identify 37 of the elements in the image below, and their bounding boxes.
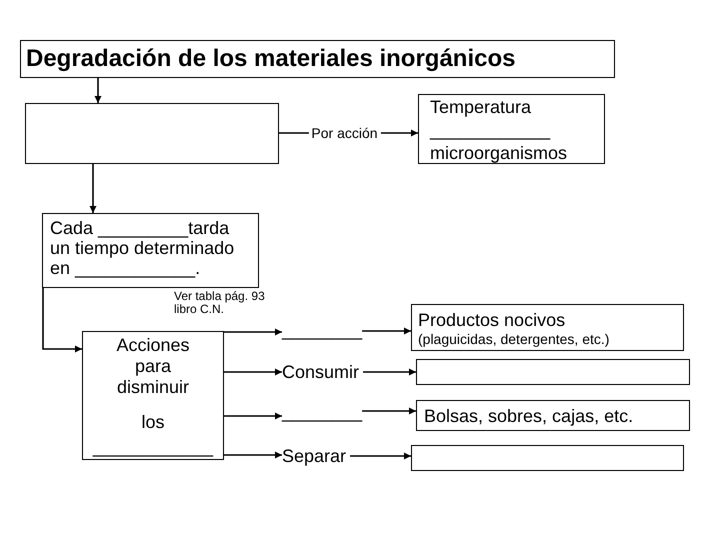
sentence-text: Cada _________tarda un tiempo determinado en ____________. [50,218,236,278]
arrow [363,368,416,376]
concept-box [42,213,259,288]
box-text: (plaguicidas, detergentes, etc.) [418,331,610,348]
title-box [20,40,615,78]
arrow [362,408,416,414]
title-text: Degradación de los materiales inorgánicos [26,45,516,73]
fill-in-line: ________ [282,402,362,422]
arrow [224,328,282,336]
fill-in-line: ________ [282,320,362,340]
arrow [94,78,102,103]
arrow [224,452,282,458]
edge-label: Por acción [308,125,381,141]
arrow [90,164,96,213]
fill-in-line: ____________ [92,437,214,457]
box-text: Bolsas, sobres, cajas, etc. [424,406,634,426]
arrow [350,452,411,460]
step-label: Separar [282,446,346,466]
arrow [42,288,82,352]
answer-box [411,445,684,471]
note-text: Ver tabla pág. 93 libro C.N. [174,290,266,316]
concept-box [411,304,684,351]
arrow [224,412,282,420]
concept-box [418,94,605,164]
answer-box [25,103,279,164]
box-text: Productos nocivos [418,310,566,331]
arrow [224,368,282,376]
step-label: Consumir [282,362,360,382]
box-text: Acciones para disminuir [116,335,190,398]
box-text: Temperatura [430,97,532,117]
answer-box [416,359,690,385]
fill-in-line: ____________ [430,120,550,140]
box-text: los [141,412,164,433]
concept-box [82,331,224,460]
arrow [362,328,411,334]
concept-box [416,400,690,431]
box-text: microorganismos [430,143,568,163]
